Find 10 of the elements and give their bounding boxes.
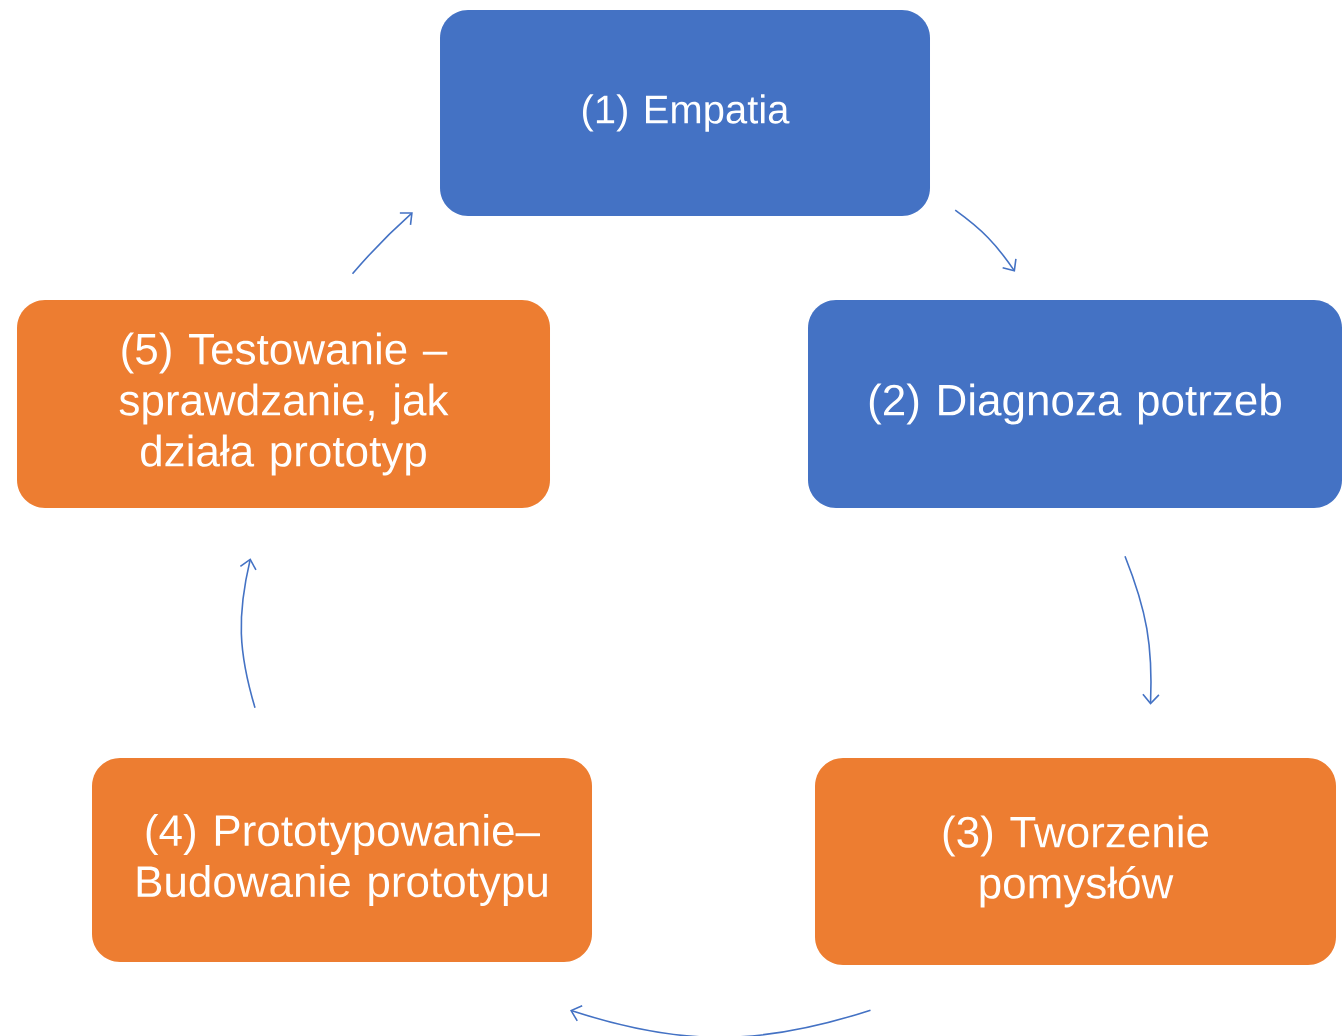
arrow (239, 558, 257, 709)
arrow (1124, 555, 1160, 705)
arrow (351, 212, 413, 275)
process-box: (1) Empatia (440, 10, 930, 216)
arrow (954, 209, 1017, 272)
process-box: (4) Prototypowanie– Budowanie prototypu (92, 758, 592, 962)
process-box: (5) Testowanie – sprawdzanie, jak działa prototyp (17, 300, 550, 508)
process-box: (3) Tworzenie pomysłów (815, 758, 1336, 965)
arrow (570, 1004, 872, 1036)
process-box: (2) Diagnoza potrzeb (808, 300, 1342, 508)
